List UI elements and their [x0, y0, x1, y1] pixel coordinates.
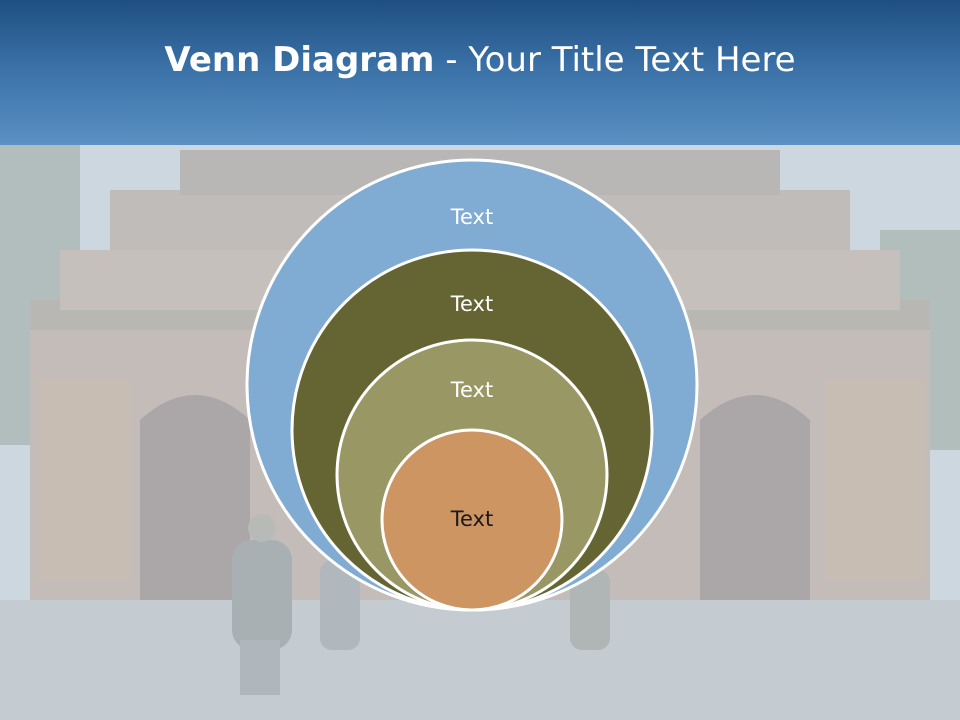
circle-second-label: Text — [450, 292, 493, 316]
circle-inner: Text — [380, 428, 564, 612]
title-bold: Venn Diagram — [164, 40, 435, 80]
title-rest: - Your Title Text Here — [434, 40, 796, 80]
slide-title: Venn Diagram - Your Title Text Here — [0, 40, 960, 80]
circle-third-label: Text — [450, 378, 493, 402]
circle-outer-label: Text — [450, 205, 493, 229]
circle-inner-shape — [380, 428, 564, 612]
circle-inner-label: Text — [450, 507, 493, 531]
title-banner: Venn Diagram - Your Title Text Here — [0, 0, 960, 145]
